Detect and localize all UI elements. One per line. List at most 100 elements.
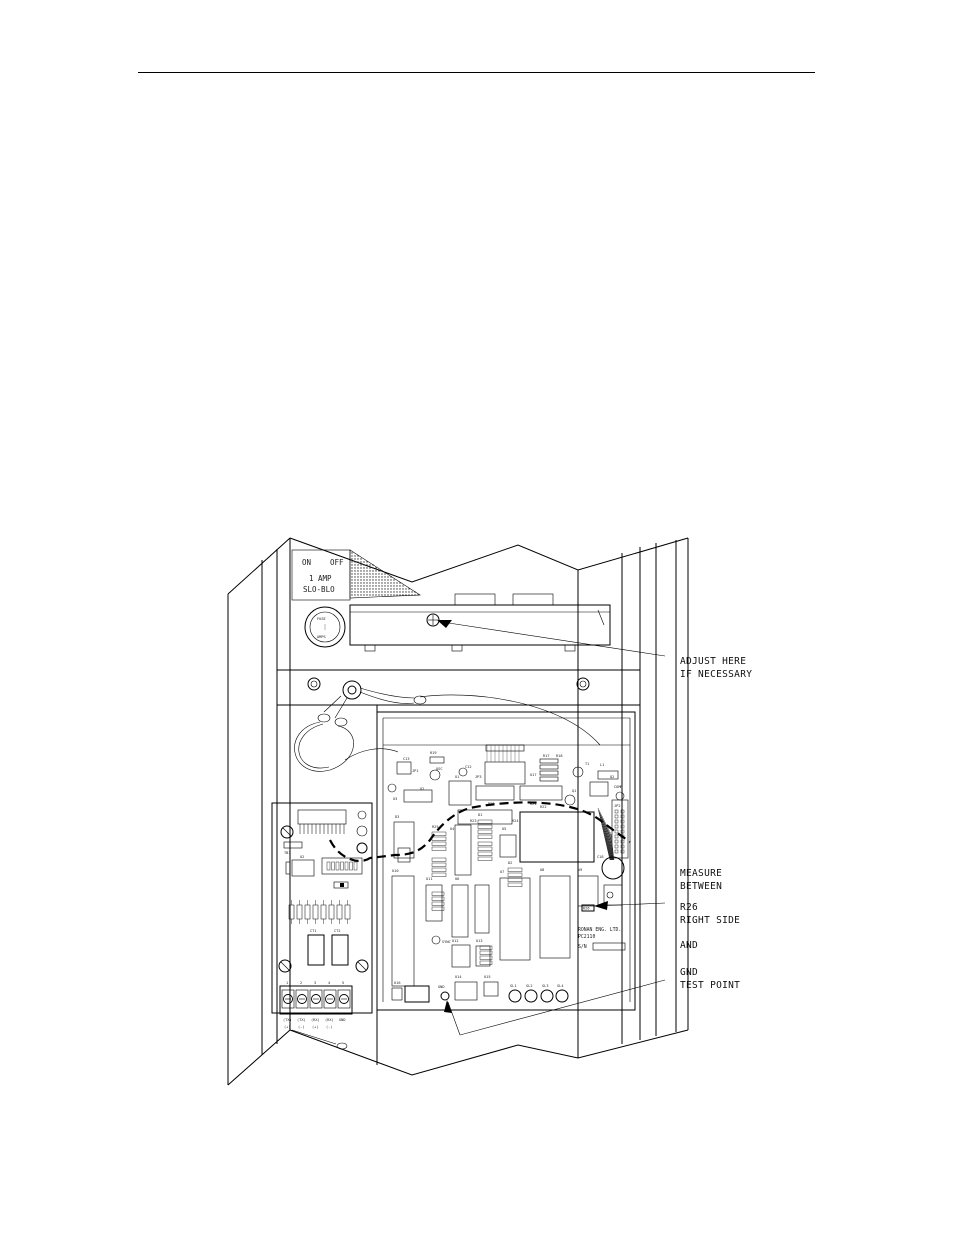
vent-hole [366, 561, 368, 563]
led [508, 989, 522, 1003]
component-designator: U17 [530, 773, 537, 777]
terminal-polarity: (-) [326, 1025, 333, 1029]
component-designator: U14 [455, 975, 462, 979]
vent-hole [357, 570, 359, 572]
vent-hole [351, 576, 353, 578]
vent-hole [351, 552, 353, 554]
vent-hole [378, 570, 380, 572]
adjust-callout-line1: ADJUST HERE [680, 656, 746, 667]
vent-hole [393, 582, 395, 584]
vent-hole [378, 582, 380, 584]
terminal-number: 3 [314, 981, 316, 985]
terminal-cell [337, 989, 351, 1009]
vent-hole [360, 567, 362, 569]
vent-hole [354, 570, 356, 572]
component-designator: D1 [478, 813, 482, 817]
vent-hole [393, 588, 395, 590]
cable-hatch-line [603, 819, 613, 861]
vent-hole [363, 579, 365, 581]
maker-label: RONAN ENG. LTD. [578, 927, 621, 933]
resistor [328, 904, 335, 920]
shelf-screw-right [576, 677, 590, 691]
vent-hole [366, 570, 368, 572]
vent-hole [378, 585, 380, 587]
terminal-number: 5 [342, 981, 344, 985]
jp2-pin [614, 824, 619, 829]
resistor [431, 836, 447, 841]
vent-hole [372, 570, 374, 572]
resistor [477, 841, 493, 846]
vent-hole [360, 561, 362, 563]
resistor [304, 904, 311, 920]
vent-hole [351, 561, 353, 563]
vent-hole [366, 585, 368, 587]
vent-hole [369, 585, 371, 587]
resistor [479, 960, 493, 965]
terminal-screw [297, 994, 307, 1004]
resistor [431, 891, 445, 896]
resistor [477, 856, 493, 861]
switch-off-label: OFF [330, 558, 344, 567]
terminal-cell [295, 989, 309, 1009]
terminal-polarity: (-) [298, 1025, 305, 1029]
vent-hole [351, 579, 353, 581]
u2-label: U2 [300, 855, 304, 859]
vent-hole [369, 570, 371, 572]
vent-hole [363, 594, 365, 596]
vent-hole [369, 576, 371, 578]
vent-hole [375, 588, 377, 590]
component-designator: U3 [393, 797, 397, 801]
terminal-label: (TX) [297, 1018, 306, 1022]
vent-hole [375, 591, 377, 593]
vent-hole [363, 591, 365, 593]
vent-hole [405, 588, 407, 590]
cable-hatch-line [604, 821, 613, 861]
jp2-label: JP2 [614, 804, 621, 808]
component-designator: C13 [403, 757, 410, 761]
cable-hatch-line [608, 829, 614, 861]
fuse-cap-top: FUSE [317, 617, 326, 621]
ic-pin [344, 861, 349, 871]
vent-hole [363, 567, 365, 569]
switch-on-label: ON [302, 558, 311, 567]
fuse-holder: FUSE AMPS [304, 606, 346, 648]
vent-hole [381, 585, 383, 587]
cable-hatch-line [598, 809, 611, 861]
component-designator: U2 [420, 787, 424, 791]
vent-hole [387, 588, 389, 590]
vent-hole [354, 588, 356, 590]
vent-hole [357, 594, 359, 596]
jp2-pin [614, 849, 619, 854]
vent-hole [396, 582, 398, 584]
vent-hole [378, 579, 380, 581]
vent-hole [396, 591, 398, 593]
resistor [312, 904, 319, 920]
component-designator: U12 [452, 939, 459, 943]
diode [340, 883, 344, 887]
vent-hole [396, 585, 398, 587]
vent-hole [390, 582, 392, 584]
vent-hole [372, 579, 374, 581]
led-label: SL1 [510, 984, 517, 988]
cable-hatch-line [602, 817, 612, 861]
resistor [431, 857, 447, 862]
ic-pin [353, 861, 358, 871]
vent-hole [387, 576, 389, 578]
vent-hole [372, 567, 374, 569]
vent-hole [384, 591, 386, 593]
component-designator: U4 [450, 827, 454, 831]
cable-hatch-line [609, 831, 614, 861]
led-label: SL2 [526, 984, 533, 988]
vent-hole [372, 594, 374, 596]
terminal-label: (TX) [283, 1018, 292, 1022]
vent-hole [357, 585, 359, 587]
resistor [477, 829, 493, 834]
vent-hole [360, 564, 362, 566]
jp2-pin [614, 839, 619, 844]
sync-label: SYNC [442, 940, 451, 944]
header-rule [138, 72, 815, 73]
vent-hole [375, 576, 377, 578]
vent-hole [375, 585, 377, 587]
vent-hole [402, 591, 404, 593]
